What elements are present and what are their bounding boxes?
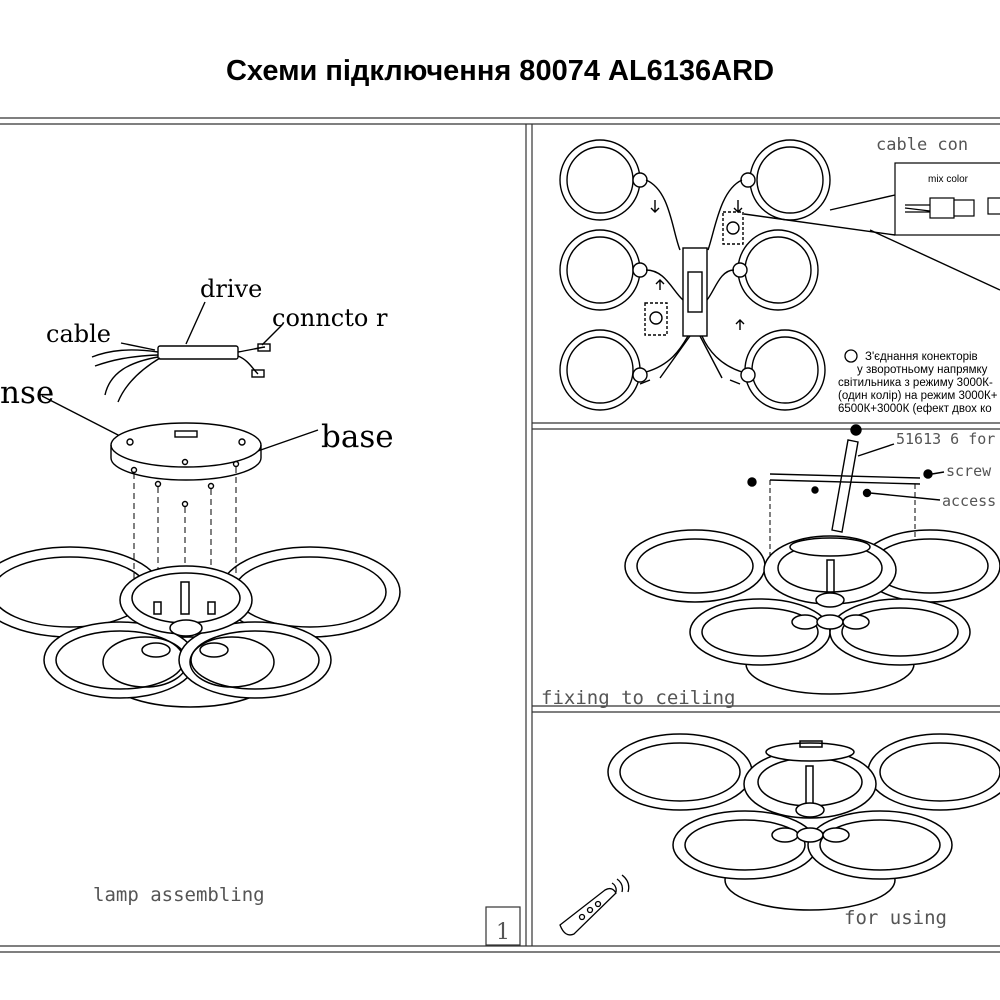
rotate-icon xyxy=(844,349,858,363)
lamp-assembling-caption: lamp assembling xyxy=(93,884,265,906)
ceiling-bracket xyxy=(747,424,945,556)
accessory-label: access xyxy=(942,492,996,510)
lamp-assembly xyxy=(0,546,401,708)
note-line-3: світильника з режиму 3000К- xyxy=(838,377,993,389)
note-line-4: (один колір) на режим 3000К+ xyxy=(838,390,998,402)
model-label: 51613 6 for xyxy=(896,430,995,448)
lamp-fixed xyxy=(624,529,1000,695)
canopy-label: nse xyxy=(0,375,54,411)
note-line-2: у зворотньому напрямку xyxy=(857,364,988,376)
cable-connection-header: cable con xyxy=(876,135,968,155)
base-label: base xyxy=(321,419,394,455)
page-number: 1 xyxy=(496,920,510,945)
driver-and-cables xyxy=(91,301,283,403)
for-using-caption: for using xyxy=(844,907,947,929)
page-title: Схеми підключення 80074 AL6136ARD xyxy=(225,55,775,87)
remote-control-icon xyxy=(559,874,630,936)
drive-label: drive xyxy=(200,275,262,303)
lamp-in-use xyxy=(607,733,1000,911)
cable-label: cable xyxy=(46,320,111,348)
note-line-1: З'єднання конекторів xyxy=(865,351,978,363)
connector-note: З'єднання конекторів у зворотньому напря… xyxy=(838,349,998,415)
note-line-5: 6500К+3000К (ефект двох ко xyxy=(838,403,992,415)
wiring-diagram xyxy=(559,139,1000,411)
connector-label: conncto r xyxy=(272,304,388,332)
ceiling-canopy xyxy=(41,395,319,605)
panel-frame xyxy=(0,117,1000,953)
screw-label: screw xyxy=(946,462,992,480)
mix-color-inset xyxy=(894,162,1000,236)
mix-color-label: mix color xyxy=(928,174,969,185)
fixing-caption: fixing to ceiling xyxy=(541,687,735,709)
